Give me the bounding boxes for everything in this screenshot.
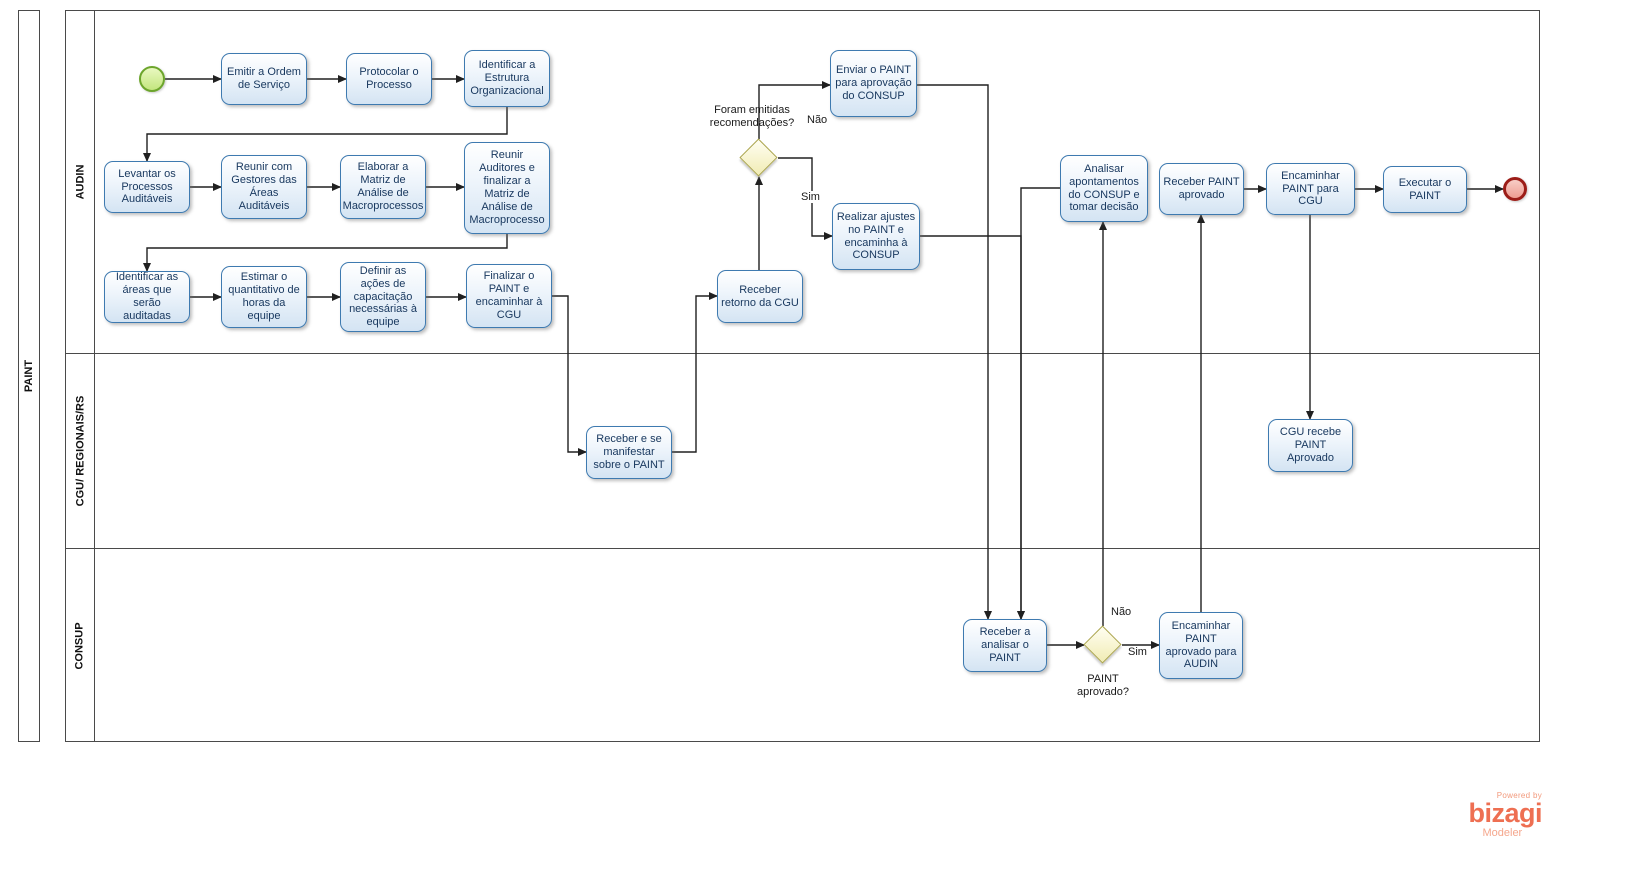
edge-label-sim-aprovado: Sim: [1127, 646, 1148, 658]
task-emitir-ordem-de-servico[interactable]: Emitir a Ordem de Serviço: [221, 53, 307, 105]
task-cgu-recebe-paint[interactable]: CGU recebe PAINT Aprovado: [1268, 419, 1353, 472]
modeler-label: Modeler: [1482, 826, 1523, 839]
task-reunir-gestores[interactable]: Reunir com Gestores das Áreas Auditáveis: [221, 155, 307, 219]
task-protocolar-processo[interactable]: Protocolar o Processo: [346, 53, 432, 105]
task-receber-paint-aprovado[interactable]: Receber PAINT aprovado: [1159, 163, 1244, 215]
gateway-aprovado-label: PAINT aprovado?: [1077, 673, 1129, 699]
edge-label-nao-recomendacoes: Não: [806, 114, 829, 126]
lane-consup-label: CONSUP: [74, 621, 86, 670]
task-identificar-areas[interactable]: Identificar as áreas que serão auditadas: [104, 271, 190, 323]
edge-label-nao-aprovado: Não: [1110, 606, 1133, 618]
lane-cgu-regionais-label: CGU/ REGIONAIS/RS: [74, 395, 86, 506]
lane-audin-label: AUDIN: [74, 164, 86, 200]
task-estimar-quantitativo[interactable]: Estimar o quantitativo de horas da equip…: [221, 266, 307, 328]
task-executar-paint[interactable]: Executar o PAINT: [1383, 166, 1467, 213]
task-definir-acoes[interactable]: Definir as ações de capacitação necessár…: [340, 262, 426, 332]
task-realizar-ajustes[interactable]: Realizar ajustes no PAINT e encaminha à …: [832, 203, 920, 270]
pool-paint: PAINT: [18, 10, 40, 742]
task-reunir-auditores[interactable]: Reunir Auditores e finalizar a Matriz de…: [464, 142, 550, 234]
task-enviar-paint-consup[interactable]: Enviar o PAINT para aprovação do CONSUP: [830, 50, 917, 117]
lane-consup: CONSUP: [66, 548, 94, 743]
task-receber-analisar-paint[interactable]: Receber a analisar o PAINT: [963, 619, 1047, 672]
task-encaminhar-paint-audin[interactable]: Encaminhar PAINT aprovado para AUDIN: [1159, 612, 1243, 679]
bizagi-branding: Powered by bizagi Modeler: [1468, 791, 1542, 839]
task-elaborar-matriz[interactable]: Elaborar a Matriz de Análise de Macropro…: [340, 155, 426, 219]
task-receber-retorno-cgu[interactable]: Receber retorno da CGU: [717, 270, 803, 323]
bizagi-logo: bizagi: [1468, 798, 1542, 828]
powered-by-label: Powered by: [1496, 791, 1542, 800]
edge-label-sim-recomendacoes: Sim: [800, 191, 821, 203]
lane-cgu-regionais: CGU/ REGIONAIS/RS: [66, 353, 94, 548]
lane-divider-2: [66, 548, 1539, 549]
task-finalizar-paint[interactable]: Finalizar o PAINT e encaminhar à CGU: [466, 264, 552, 328]
task-analisar-apontamentos[interactable]: Analisar apontamentos do CONSUP e tomar …: [1060, 155, 1148, 222]
lane-divider-1: [66, 353, 1539, 354]
start-event[interactable]: [139, 66, 165, 92]
task-receber-manifestar[interactable]: Receber e se manifestar sobre o PAINT: [586, 426, 672, 479]
pool-label: PAINT: [23, 359, 35, 393]
gateway-recomendacoes-label: Foram emitidas recomendações?: [709, 104, 795, 130]
task-levantar-processos[interactable]: Levantar os Processos Auditáveis: [104, 161, 190, 213]
lane-audin: AUDIN: [66, 11, 94, 353]
end-event[interactable]: [1503, 177, 1527, 201]
task-identificar-estrutura[interactable]: Identificar a Estrutura Organizacional: [464, 50, 550, 107]
task-encaminhar-paint-cgu[interactable]: Encaminhar PAINT para CGU: [1266, 163, 1355, 215]
lane-label-column-divider: [94, 11, 95, 741]
